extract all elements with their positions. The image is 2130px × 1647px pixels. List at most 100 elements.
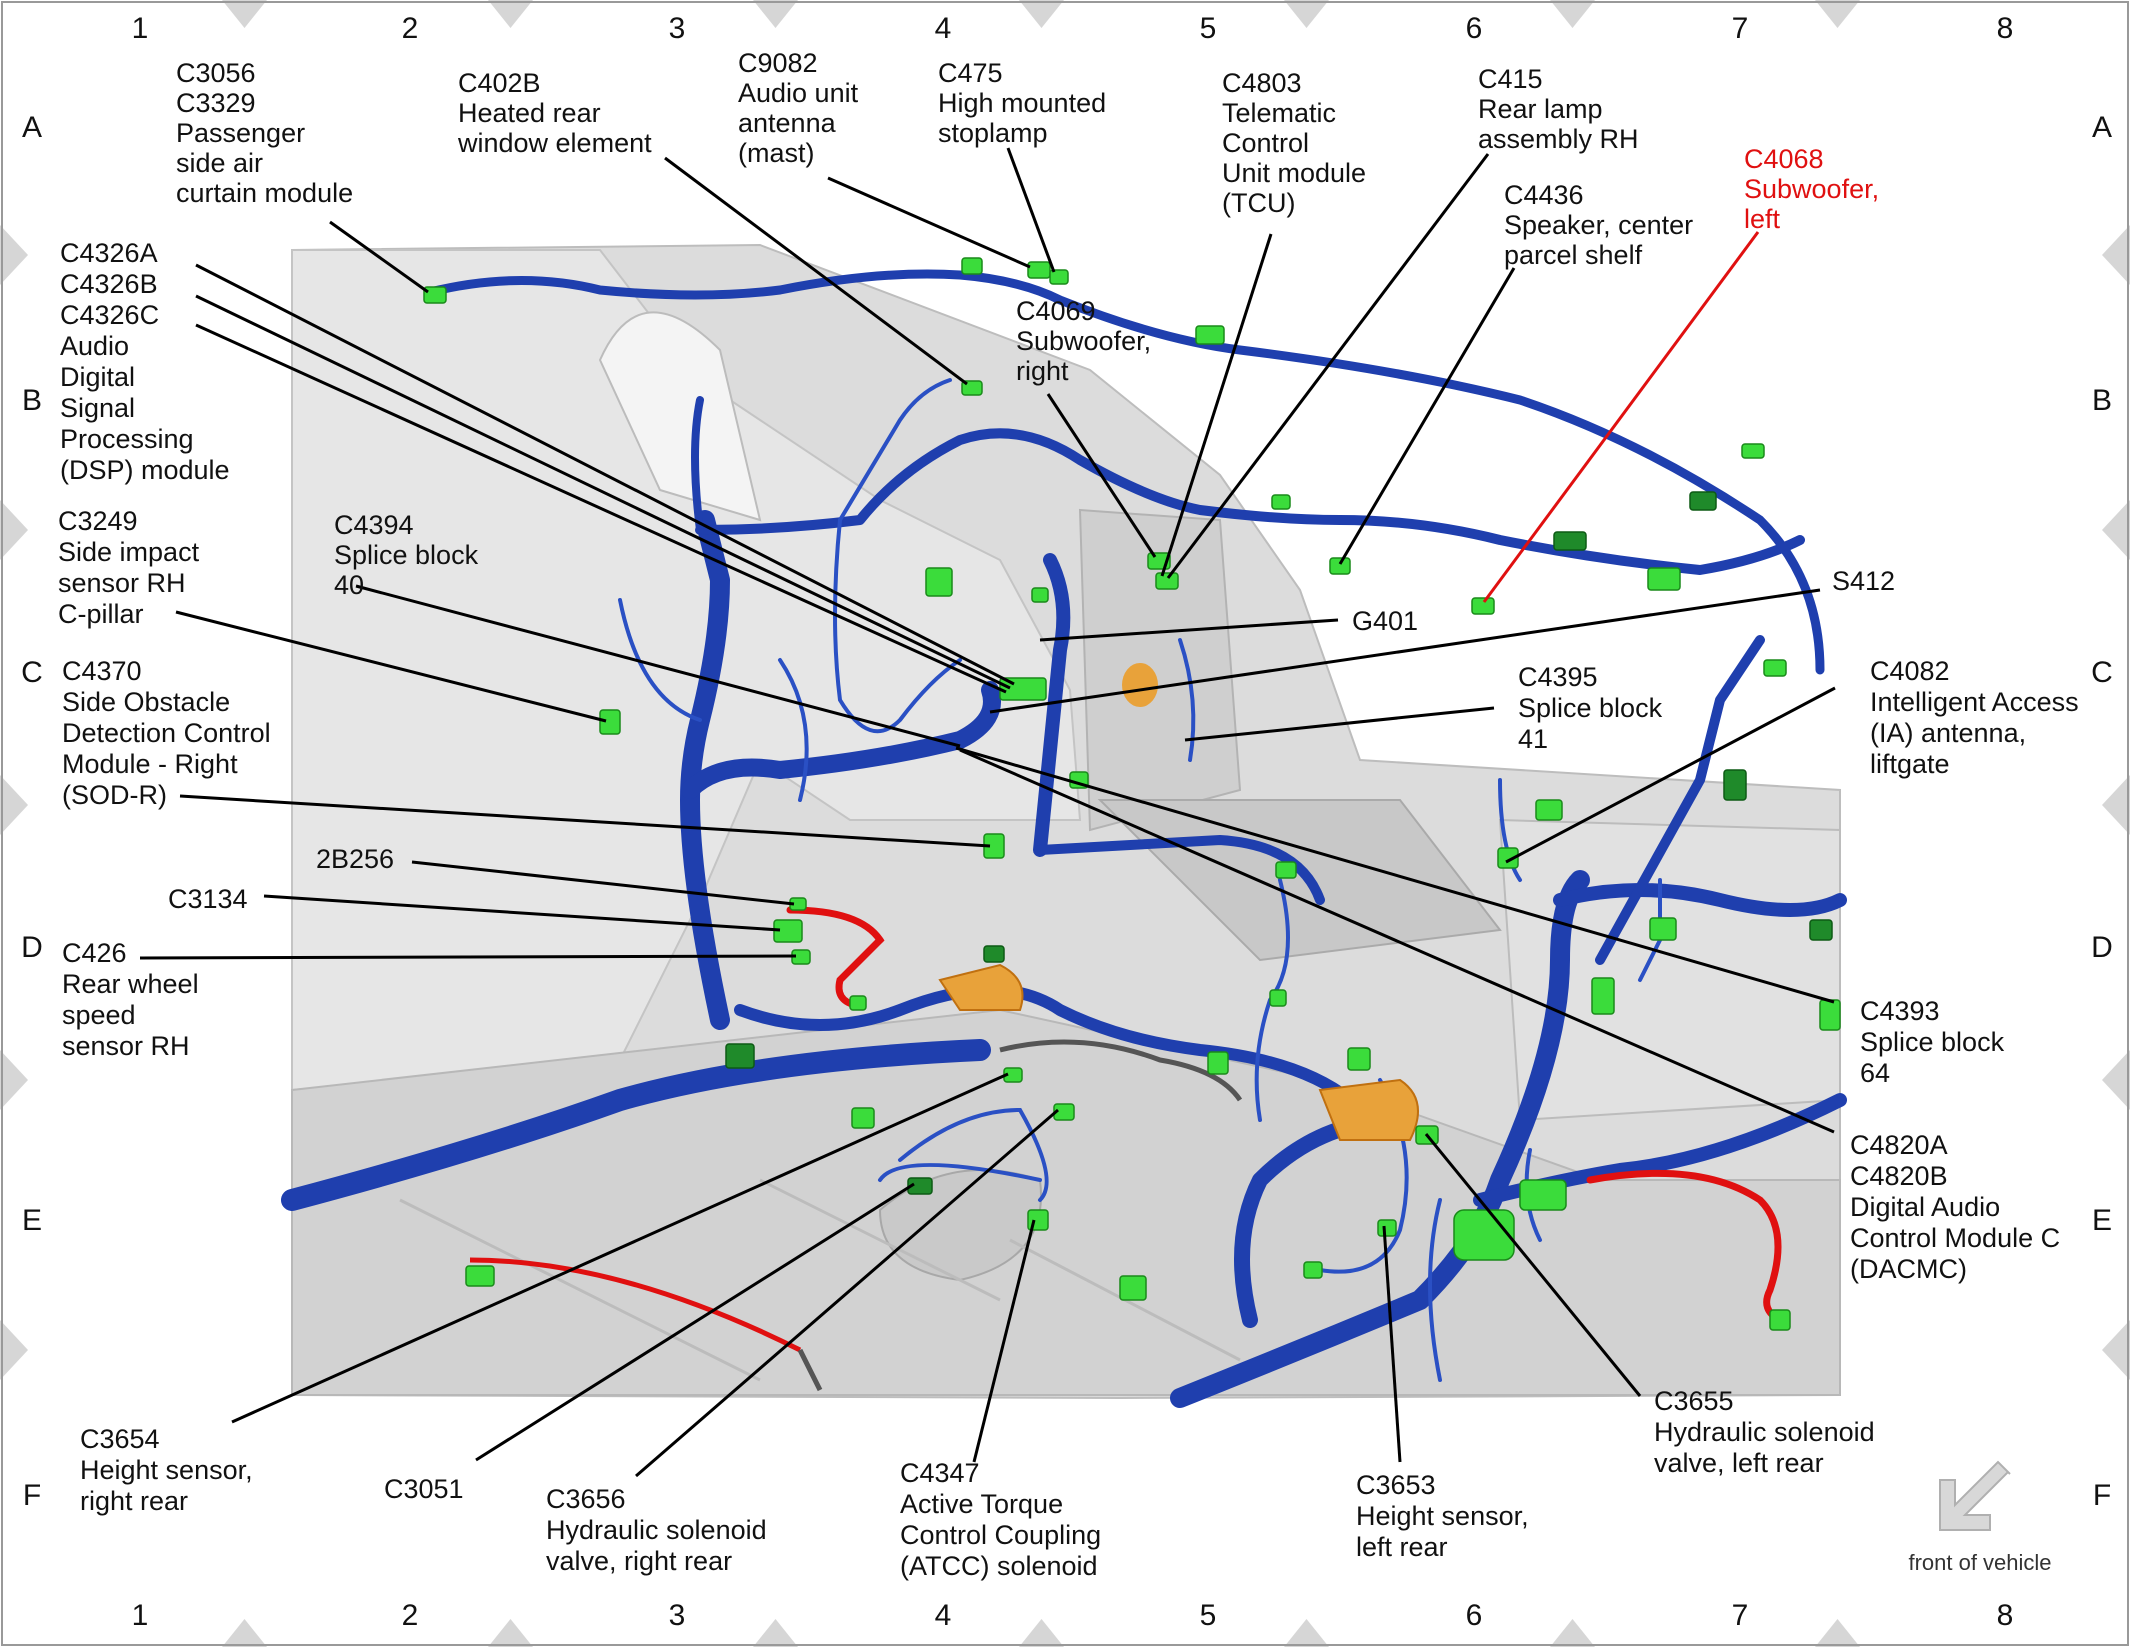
label-c3656: C3656 Hydraulic solenoid valve, right re… — [546, 1484, 774, 1576]
grid-row-right-E: E — [2092, 1204, 2112, 1237]
grid-col-top-1: 1 — [132, 12, 149, 45]
connector-c3656 — [907, 1177, 933, 1195]
grid-row-left-C: C — [21, 656, 43, 689]
connector-c3056 — [423, 286, 447, 304]
grid-col-bottom-7: 7 — [1732, 1599, 1749, 1632]
label-g401: G401 — [1352, 606, 1418, 636]
wiring-harness — [281, 269, 1847, 1408]
connector-c9082 — [1027, 261, 1051, 279]
connector-misc-18 — [983, 945, 1005, 963]
connector-c4436 — [1329, 557, 1351, 575]
grid-col-top-8: 8 — [1997, 12, 2014, 45]
connector-misc-15 — [1591, 977, 1615, 1015]
leader-s412 — [989, 588, 1821, 714]
connector-c3653 — [1377, 1219, 1397, 1237]
leader-c4803 — [1160, 233, 1273, 577]
connector-misc-25 — [1303, 1261, 1323, 1279]
leader-lines — [139, 147, 1836, 1478]
grid-col-top-2: 2 — [402, 12, 419, 45]
grid-col-bottom-6: 6 — [1466, 1599, 1483, 1632]
connector-misc-17 — [725, 1043, 755, 1069]
grid-row-right-B: B — [2092, 384, 2112, 417]
connector-misc-27 — [1769, 1309, 1791, 1331]
label-c4326: C4326A C4326B C4326C Audio Digital Signa… — [60, 238, 230, 485]
leader-c4326b — [195, 294, 1011, 690]
leader-c4820 — [959, 748, 1835, 1134]
label-c4393: C4393 Splice block 64 — [1860, 996, 2012, 1088]
leader-c4436 — [1338, 267, 1516, 565]
label-c4347: C4347 Active Torque Control Coupling (AT… — [900, 1458, 1109, 1581]
grid-row-right-A: A — [2092, 111, 2112, 144]
label-c3051: C3051 — [384, 1474, 464, 1504]
leader-c3051 — [475, 1182, 915, 1462]
connector-misc-2 — [1195, 325, 1225, 345]
label-c3653: C3653 Height sensor, left rear — [1356, 1470, 1536, 1562]
connector-misc-23 — [1269, 989, 1287, 1007]
connector-c402b — [961, 380, 983, 396]
connector-g401 — [1031, 587, 1049, 603]
leader-c9082 — [827, 176, 1031, 269]
leader-c4395 — [1184, 706, 1495, 742]
connector-misc-3 — [1271, 494, 1291, 510]
connector-misc-9 — [925, 567, 953, 597]
grid-row-left-E: E — [22, 1204, 42, 1237]
grid-col-top-6: 6 — [1466, 12, 1483, 45]
label-c9082: C9082 Audio unit antenna (mast) — [738, 48, 866, 168]
grid-col-top-5: 5 — [1200, 12, 1217, 45]
leader-c3134 — [263, 894, 781, 932]
callout-labels: C3056 C3329 Passenger side air curtain m… — [58, 48, 2086, 1581]
leader-c3655 — [1424, 1133, 1642, 1397]
label-c4394: C4394 Splice block 40 — [334, 510, 486, 600]
connector-misc-21 — [1119, 1275, 1147, 1301]
leader-c4326c — [195, 323, 1007, 694]
leader-c4394 — [355, 584, 961, 748]
label-c3249: C3249 Side impact sensor RH C-pillar — [58, 506, 207, 629]
leader-g401 — [1039, 618, 1339, 642]
label-c402b: C402B Heated rear window element — [457, 68, 652, 158]
leader-c475 — [1006, 147, 1056, 273]
label-c3056: C3056 C3329 Passenger side air curtain m… — [176, 58, 353, 208]
grid-col-top-3: 3 — [669, 12, 686, 45]
connectors — [423, 257, 1841, 1331]
connector-c3249 — [599, 709, 621, 735]
orientation-indicator: front of vehicle — [1908, 1460, 2052, 1575]
grid-row-left-B: B — [22, 384, 42, 417]
connector-misc-7 — [1741, 443, 1765, 459]
leader-c4393 — [955, 746, 1835, 1004]
label-c3655: C3655 Hydraulic solenoid valve, left rea… — [1654, 1386, 1882, 1478]
leader-c402b — [664, 156, 968, 386]
label-c4082: C4082 Intelligent Access (IA) antenna, l… — [1870, 656, 2086, 779]
label-c4069: C4069 Subwoofer, right — [1016, 296, 1159, 386]
grid-col-bottom-2: 2 — [402, 1599, 419, 1632]
label-c4370: C4370 Side Obstacle Detection Control Mo… — [62, 656, 278, 810]
connector-misc-22 — [1207, 1051, 1229, 1075]
connector-c4820 — [1453, 1209, 1515, 1261]
grid-col-bottom-4: 4 — [935, 1599, 952, 1632]
connector-c4082 — [1497, 847, 1519, 869]
connector-misc-1 — [961, 257, 983, 275]
grid-col-top-7: 7 — [1732, 12, 1749, 45]
grid-row-left-F: F — [23, 1479, 41, 1512]
label-c4436: C4436 Speaker, center parcel shelf — [1504, 180, 1701, 270]
connector-c475 — [1049, 269, 1069, 285]
connector-misc-29 — [1809, 919, 1833, 941]
grid-row-left-A: A — [22, 111, 42, 144]
leader-c4082 — [1505, 686, 1836, 864]
connector-misc-4 — [1553, 531, 1587, 551]
leader-c3249 — [175, 610, 607, 723]
grid-col-bottom-8: 8 — [1997, 1599, 2014, 1632]
label-c475: C475 High mounted stoplamp — [938, 58, 1114, 148]
connector-misc-19 — [851, 1107, 875, 1129]
label-c4820: C4820A C4820B Digital Audio Control Modu… — [1850, 1130, 2068, 1284]
connector-misc-5 — [1647, 567, 1681, 591]
leader-c4370 — [179, 794, 991, 848]
label-c415: C415 Rear lamp assembly RH — [1478, 64, 1639, 154]
connector-misc-14 — [1649, 917, 1677, 941]
grid-col-bottom-5: 5 — [1200, 1599, 1217, 1632]
vehicle-body — [291, 243, 1841, 1400]
label-c3134: C3134 — [168, 884, 248, 914]
connector-misc-26 — [1519, 1179, 1567, 1211]
connector-misc-28 — [465, 1265, 495, 1287]
arrow-down-left-icon — [1939, 1460, 2011, 1531]
label-2b256: 2B256 — [316, 844, 394, 874]
